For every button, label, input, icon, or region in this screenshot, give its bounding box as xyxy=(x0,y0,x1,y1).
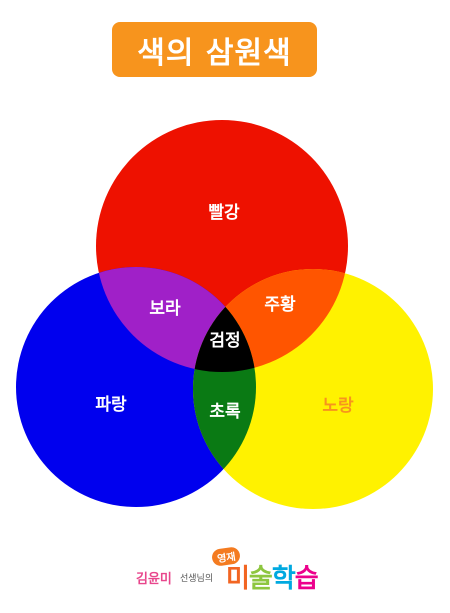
brand-char-4: 습 xyxy=(294,564,319,594)
purple-overlap xyxy=(96,267,256,372)
brand-char-2: 술 xyxy=(248,564,273,594)
label-blue: 파랑 xyxy=(95,395,127,415)
label-yellow: 노랑 xyxy=(322,396,354,416)
page-title: 색의 삼원색 xyxy=(137,35,292,71)
title-badge: 색의 삼원색 xyxy=(112,22,317,77)
brand-logo: 미술학습 xyxy=(226,558,319,595)
label-orange: 주황 xyxy=(264,295,296,315)
label-red: 빨강 xyxy=(208,203,240,223)
author-name: 김윤미 xyxy=(136,572,172,587)
teacher-text: 선생님의 xyxy=(180,574,214,584)
label-green: 초록 xyxy=(209,402,241,422)
footer-logo: 김윤미 선생님의 영재 미술학습 xyxy=(136,546,336,595)
orange-overlap xyxy=(193,269,348,372)
brand-char-3: 학 xyxy=(271,564,296,594)
brand-char-1: 미 xyxy=(226,564,250,594)
label-purple: 보라 xyxy=(149,299,181,319)
label-black: 검정 xyxy=(209,331,240,351)
